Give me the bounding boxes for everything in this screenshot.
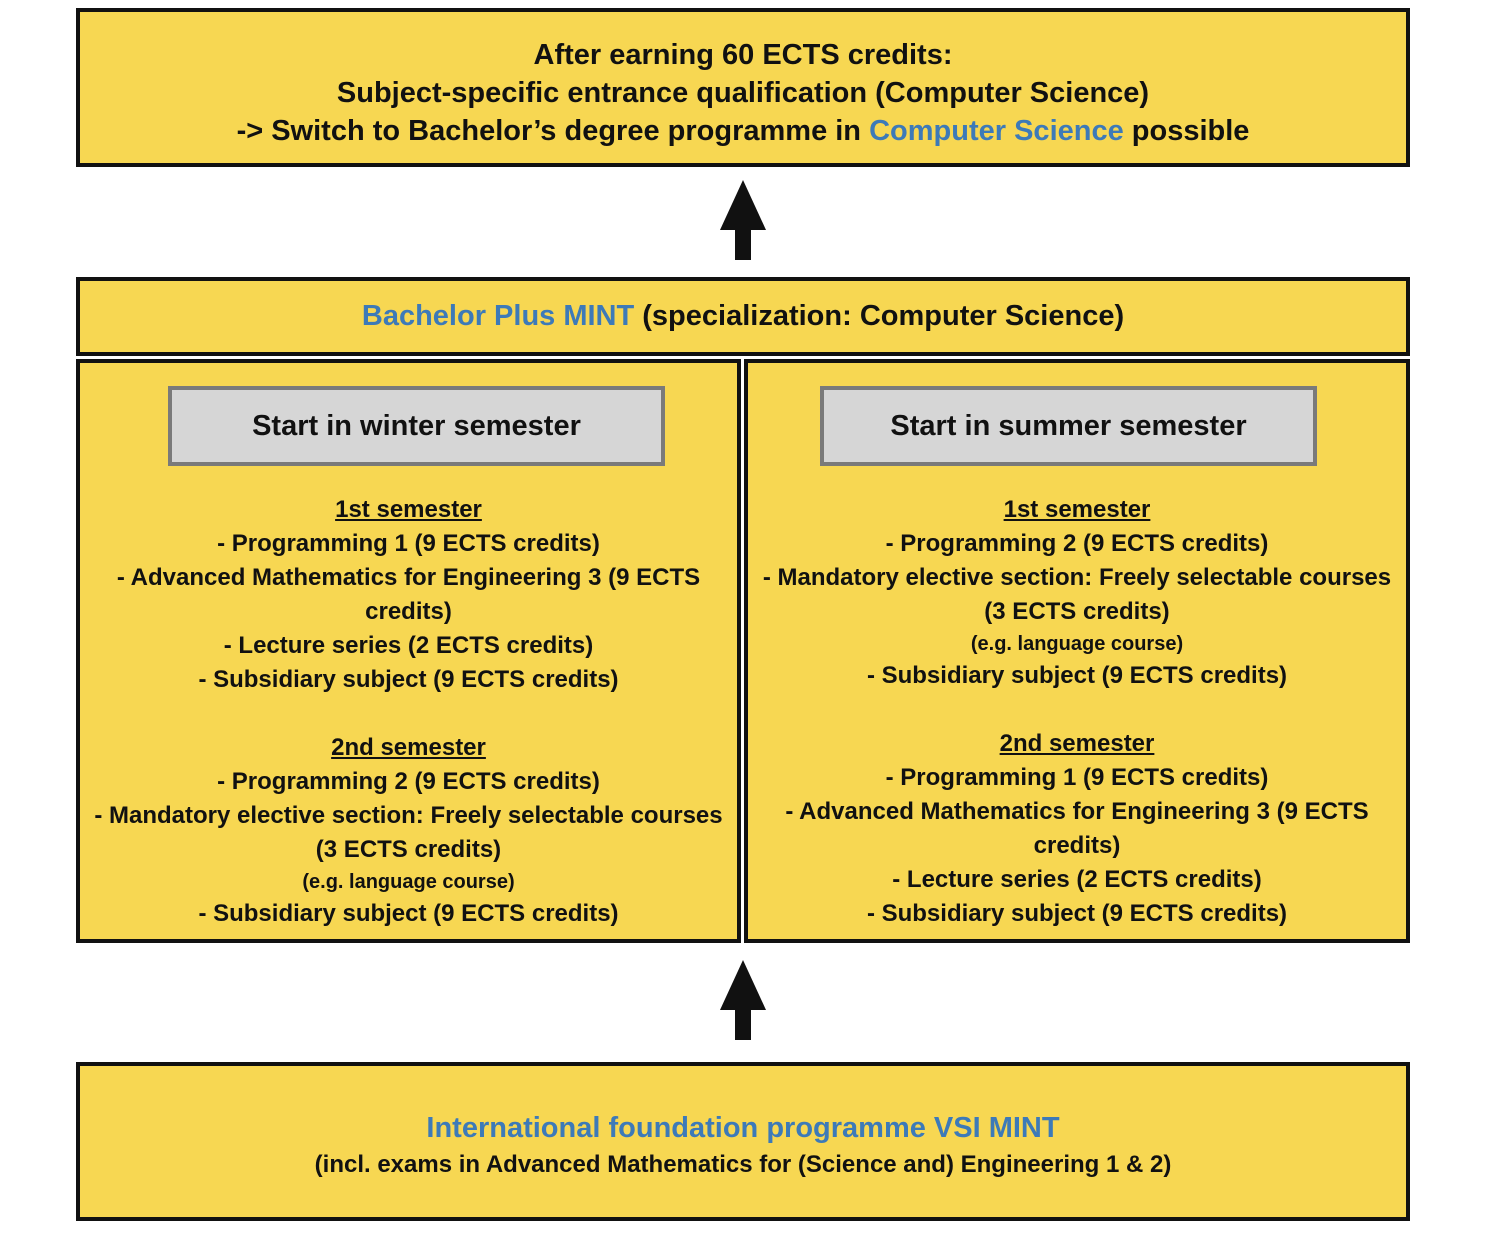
summer-sem1-note: (e.g. language course) xyxy=(970,633,1184,655)
summer-sem2-item: - Lecture series (2 ECTS credits) xyxy=(892,866,1262,893)
winter-sem1-item: - Subsidiary subject (9 ECTS credits) xyxy=(198,666,619,693)
foundation-programme-box: International foundation programme VSI M… xyxy=(76,1062,1410,1221)
foundation-programme-subtitle: (incl. exams in Advanced Mathematics for… xyxy=(314,1151,1172,1178)
qualification-box: After earning 60 ECTS credits: Subject-s… xyxy=(76,8,1410,167)
arrow-up-icon xyxy=(720,180,766,260)
winter-sem2-title: 2nd semester xyxy=(331,734,486,761)
summer-semester-list: 1st semester - Programming 2 (9 ECTS cre… xyxy=(762,493,1392,931)
winter-semester-list: 1st semester - Programming 1 (9 ECTS cre… xyxy=(94,493,723,931)
winter-start-panel: Start in winter semester 1st semester - … xyxy=(76,359,741,943)
switch-text-prefix: -> Switch to Bachelor’s degree programme… xyxy=(236,115,870,147)
program-header: Bachelor Plus MINT (specialization: Comp… xyxy=(76,277,1410,356)
switch-text-suffix: possible xyxy=(1123,115,1250,147)
winter-sem2-item: - Subsidiary subject (9 ECTS credits) xyxy=(198,900,619,927)
winter-sem2-item: - Programming 2 (9 ECTS credits) xyxy=(217,768,600,795)
qualification-line-1: After earning 60 ECTS credits: xyxy=(533,39,953,71)
winter-sem2-note: (e.g. language course) xyxy=(302,871,515,893)
program-specialization: (specialization: Computer Science) xyxy=(634,300,1125,332)
computer-science-link-text: Computer Science xyxy=(869,115,1124,147)
foundation-programme-title: International foundation programme VSI M… xyxy=(426,1112,1060,1144)
start-summer-semester-label: Start in summer semester xyxy=(820,386,1317,466)
summer-sem2-item: - Subsidiary subject (9 ECTS credits) xyxy=(866,900,1288,927)
summer-sem2-item: - Advanced Mathematics for Engineering 3… xyxy=(785,798,1369,859)
spacer xyxy=(94,697,723,731)
start-winter-semester-label: Start in winter semester xyxy=(168,386,665,466)
qualification-line-2: Subject-specific entrance qualification … xyxy=(336,77,1150,109)
summer-sem1-item: - Mandatory elective section: Freely sel… xyxy=(762,564,1392,625)
arrow-up-icon xyxy=(720,960,766,1040)
winter-sem1-item: - Lecture series (2 ECTS credits) xyxy=(223,632,594,659)
winter-sem1-item: - Programming 1 (9 ECTS credits) xyxy=(217,530,600,557)
summer-sem2-title: 2nd semester xyxy=(999,730,1155,757)
summer-sem1-item: - Subsidiary subject (9 ECTS credits) xyxy=(866,662,1288,689)
program-name: Bachelor Plus MINT xyxy=(361,300,635,332)
summer-sem1-title: 1st semester xyxy=(1003,496,1151,523)
summer-start-panel: Start in summer semester 1st semester - … xyxy=(744,359,1410,943)
spacer xyxy=(762,693,1392,727)
winter-sem1-item: - Advanced Mathematics for Engineering 3… xyxy=(116,564,701,625)
summer-sem1-item: - Programming 2 (9 ECTS credits) xyxy=(885,530,1269,557)
summer-sem2-item: - Programming 1 (9 ECTS credits) xyxy=(885,764,1269,791)
winter-sem1-title: 1st semester xyxy=(335,496,482,523)
qualification-line-3: -> Switch to Bachelor’s degree programme… xyxy=(80,112,1406,150)
winter-sem2-item: - Mandatory elective section: Freely sel… xyxy=(94,802,723,863)
